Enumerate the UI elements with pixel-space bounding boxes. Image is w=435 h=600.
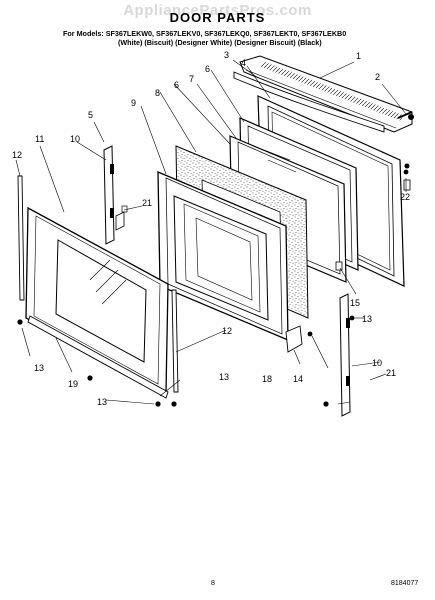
- callout-9: 9: [131, 98, 136, 108]
- callout-3: 3: [224, 50, 229, 60]
- callout-10a: 10: [70, 134, 80, 144]
- callout-21a: 21: [142, 198, 152, 208]
- callout-13d: 13: [362, 314, 372, 324]
- left-hinge-bracket-part: [103, 145, 128, 245]
- callout-1: 1: [356, 51, 361, 61]
- screws-13: [17, 169, 409, 407]
- callout-11: 11: [35, 134, 44, 144]
- trim-strip-part: [233, 71, 385, 133]
- watermark: AppliancePartsPros.com: [123, 2, 312, 19]
- outer-door-panel-part: [25, 206, 169, 394]
- callout-6b: 6: [174, 80, 179, 90]
- page-number: 8: [211, 580, 215, 587]
- callout-13c: 13: [219, 372, 229, 382]
- vent-trim-part: [239, 55, 413, 133]
- screw-part: [397, 111, 414, 120]
- side-trim-part: [17, 175, 179, 393]
- document-part-number: 8184077: [391, 580, 419, 587]
- callout-4: 4: [241, 58, 246, 68]
- callout-18: 18: [262, 374, 272, 384]
- callout-2: 2: [375, 72, 380, 82]
- model-colors: (White) (Biscuit) (Designer White) (Desi…: [118, 38, 322, 47]
- page-title: DOOR PARTS: [169, 10, 266, 25]
- callout-19: 19: [68, 379, 78, 389]
- callout-13b: 13: [97, 397, 107, 407]
- callout-7: 7: [189, 74, 194, 84]
- callout-12a: 12: [12, 150, 22, 160]
- callout-21b: 21: [386, 368, 396, 378]
- leader-lines: [15, 59, 407, 405]
- callout-10b: 10: [372, 358, 382, 368]
- model-list: For Models: SF367LEKW0, SF367LEKV0, SF36…: [63, 29, 347, 38]
- callout-6a: 6: [205, 64, 210, 74]
- callout-5: 5: [88, 110, 93, 120]
- callout-22: 22: [400, 192, 410, 202]
- callout-13a: 13: [34, 363, 44, 373]
- right-hinge-part: [285, 261, 351, 417]
- callout-14: 14: [293, 374, 303, 384]
- inner-door-frame-part: [157, 171, 289, 341]
- callout-15: 15: [350, 298, 360, 308]
- callout-8: 8: [155, 88, 160, 98]
- callout-12b: 12: [222, 326, 232, 336]
- bottom-trim-part: [27, 315, 169, 399]
